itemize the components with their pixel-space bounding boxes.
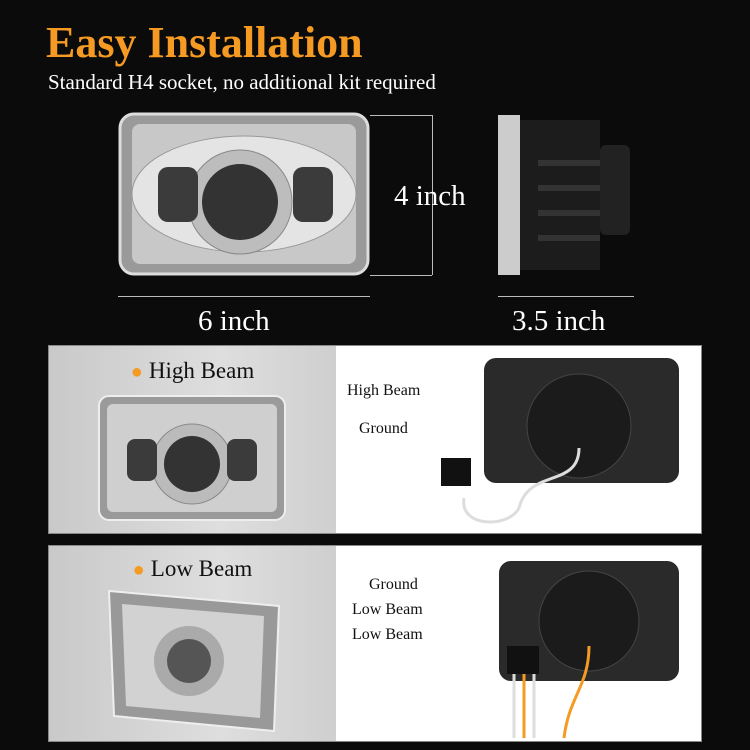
- subtitle: Standard H4 socket, no additional kit re…: [48, 70, 436, 94]
- high-beam-back-image: [441, 358, 679, 524]
- high-beam-title-text: High Beam: [148, 358, 255, 383]
- depth-dimension-line: [498, 296, 634, 297]
- depth-label: 3.5 inch: [512, 305, 606, 337]
- low-beam-wire-label: Low Beam: [352, 601, 423, 618]
- width-dimension-line: [118, 296, 370, 297]
- high-beam-wire-label: High Beam: [347, 382, 421, 399]
- headlight-front-image: [118, 112, 370, 276]
- height-label: 4 inch: [394, 180, 466, 212]
- high-beam-panel: ●High Beam High Beam Ground: [48, 345, 702, 534]
- high-beam-headlight-image: [98, 395, 286, 521]
- bullet-icon: ●: [130, 361, 143, 383]
- low-beam-headlight-image: [107, 589, 281, 733]
- low-beam-title: ●Low Beam: [49, 556, 336, 582]
- bullet-icon: ●: [132, 559, 145, 581]
- width-label: 6 inch: [198, 305, 270, 337]
- low-beam-wire-label: Low Beam: [352, 626, 423, 643]
- ground-wire-label: Ground: [359, 420, 408, 437]
- low-beam-back-image: [499, 561, 679, 738]
- high-beam-title: ●High Beam: [49, 358, 336, 384]
- page-title: Easy Installation: [46, 18, 363, 67]
- height-dimension-line: [432, 115, 433, 275]
- low-beam-title-text: Low Beam: [150, 556, 253, 581]
- height-dimension-tick: [370, 275, 432, 276]
- low-beam-panel: ●Low Beam Ground Low Beam Low Beam: [48, 545, 702, 742]
- ground-wire-label: Ground: [369, 576, 418, 593]
- height-dimension-tick: [370, 115, 432, 116]
- headlight-side-image: [498, 115, 630, 275]
